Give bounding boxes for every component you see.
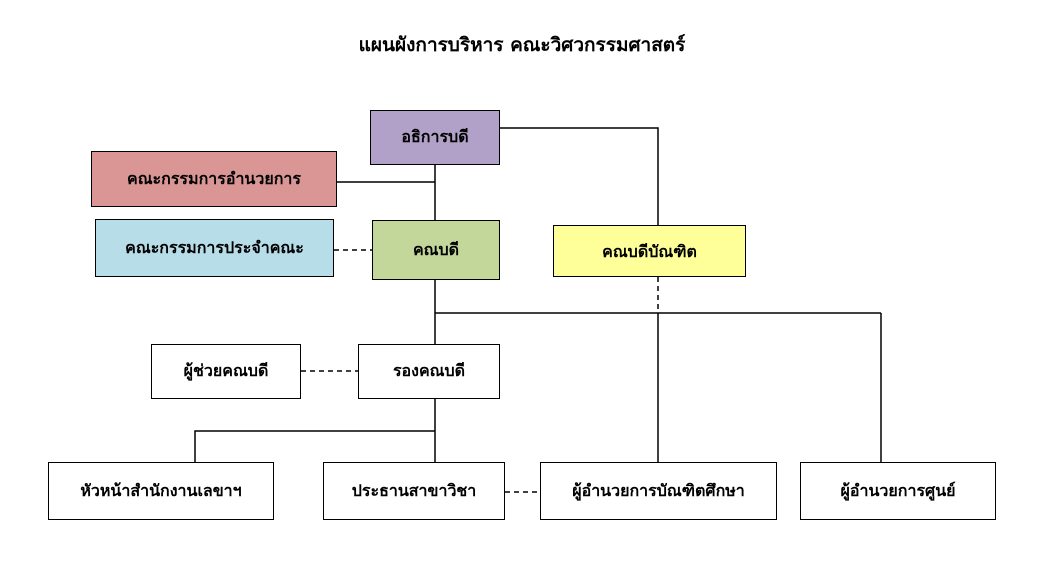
node-label: หัวหน้าสำนักงานเลขาฯ xyxy=(80,480,242,500)
node-faculty-committee: คณะกรรมการประจำคณะ xyxy=(95,219,334,277)
node-label: ผู้อำนวยการศูนย์ xyxy=(840,480,956,500)
node-label: คณบดี xyxy=(412,239,460,259)
node-label: ประธานสาขาวิชา xyxy=(351,480,477,500)
node-label: คณะกรรมการอำนวยการ xyxy=(127,168,301,188)
node-label: คณบดีบัณฑิต xyxy=(602,242,697,261)
node-dept-chair: ประธานสาขาวิชา xyxy=(323,462,505,520)
node-secretary-head: หัวหน้าสำนักงานเลขาฯ xyxy=(48,462,274,520)
node-center-director: ผู้อำนวยการศูนย์ xyxy=(800,462,996,520)
node-vice-dean: รองคณบดี xyxy=(358,344,500,399)
node-asst-dean: ผู้ช่วยคณบดี xyxy=(151,344,301,399)
line-to-secretary-head xyxy=(194,430,435,462)
node-dean: คณบดี xyxy=(372,220,500,280)
node-grad-director: ผู้อำนวยการบัณฑิตศึกษา xyxy=(540,462,777,520)
node-label: ผู้อำนวยการบัณฑิตศึกษา xyxy=(572,480,745,500)
chart-title: แผนผังการบริหาร คณะวิศวกรรมศาสตร์ xyxy=(358,34,686,56)
node-label: ผู้ช่วยคณบดี xyxy=(183,361,269,380)
node-label: รองคณบดี xyxy=(392,361,466,380)
node-label: อธิการบดี xyxy=(401,127,469,146)
node-grad-dean: คณบดีบัณฑิต xyxy=(553,225,746,277)
node-label: คณะกรรมการประจำคณะ xyxy=(125,237,304,257)
node-exec-committee: คณะกรรมการอำนวยการ xyxy=(91,151,337,207)
node-president: อธิการบดี xyxy=(370,110,500,165)
line-president-grad-dean xyxy=(500,127,659,225)
